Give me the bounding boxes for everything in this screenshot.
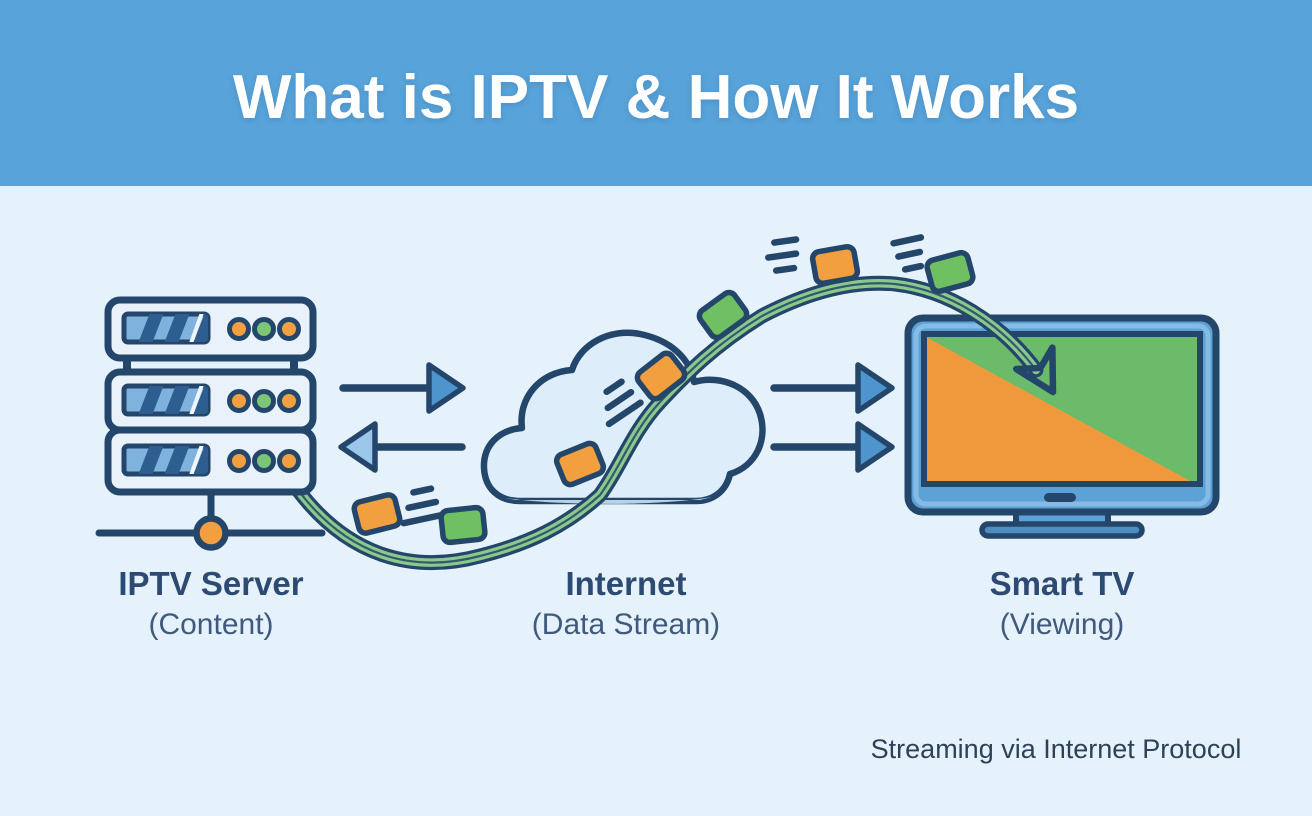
header-band: What is IPTV & How It Works bbox=[0, 0, 1312, 186]
data-packet-icon bbox=[351, 492, 403, 536]
arrow-right-icon bbox=[339, 362, 466, 414]
tv-frame-bevel bbox=[913, 323, 1211, 507]
page-title: What is IPTV & How It Works bbox=[232, 63, 1080, 132]
node-label-internet: Internet (Data Stream) bbox=[466, 565, 786, 642]
server-unit bbox=[104, 368, 317, 434]
led-icon bbox=[252, 449, 276, 473]
arrow-left-icon bbox=[338, 421, 466, 473]
node-title: Smart TV bbox=[989, 565, 1135, 602]
network-node-icon bbox=[193, 515, 229, 551]
node-label-iptv-server: IPTV Server (Content) bbox=[51, 565, 371, 642]
speed-lines bbox=[400, 234, 925, 527]
node-subtitle: (Data Stream) bbox=[531, 608, 721, 642]
data-packets bbox=[351, 243, 976, 546]
led-icon bbox=[252, 389, 276, 413]
speed-lines-icon bbox=[400, 485, 445, 527]
data-stream-path bbox=[290, 275, 1057, 570]
data-packet-icon bbox=[809, 243, 861, 287]
tv-screen-orange bbox=[926, 337, 1194, 483]
arrow-right-icon bbox=[770, 362, 895, 414]
led-icon bbox=[227, 389, 251, 413]
panel-stripes bbox=[137, 314, 208, 342]
arrow-right-icon bbox=[770, 421, 895, 473]
data-packet-icon bbox=[553, 440, 607, 488]
tv-button bbox=[1044, 493, 1076, 502]
data-packet-icon bbox=[696, 289, 750, 341]
led-icon bbox=[277, 389, 301, 413]
tv-stand-base bbox=[979, 521, 1145, 539]
tv-screen-border bbox=[921, 331, 1203, 487]
led-icon bbox=[227, 449, 251, 473]
speed-lines-icon bbox=[603, 378, 644, 428]
led-icon bbox=[277, 317, 301, 341]
server-unit bbox=[104, 426, 317, 496]
node-subtitle: (Content) bbox=[148, 608, 274, 642]
speed-lines-icon bbox=[890, 234, 925, 273]
server-unit bbox=[104, 296, 317, 362]
stream-center-line bbox=[296, 282, 1038, 564]
data-packet-icon bbox=[634, 350, 688, 402]
tv-icon bbox=[904, 314, 1220, 539]
node-title: Internet bbox=[565, 565, 687, 602]
led-icon bbox=[227, 317, 251, 341]
footer-caption: Streaming via Internet Protocol bbox=[870, 734, 1242, 764]
server-icon bbox=[95, 296, 326, 551]
led-icon bbox=[277, 449, 301, 473]
node-subtitle: (Viewing) bbox=[999, 608, 1125, 642]
data-packet-icon bbox=[924, 249, 976, 295]
node-label-smart-tv: Smart TV (Viewing) bbox=[902, 565, 1222, 642]
data-packet-icon bbox=[438, 504, 488, 546]
speed-lines-icon bbox=[765, 236, 800, 274]
cloud-bottom-shading bbox=[505, 497, 712, 504]
panel-stripes bbox=[137, 386, 208, 414]
led-icon bbox=[252, 317, 276, 341]
stream-arrowhead-icon bbox=[1012, 344, 1057, 396]
flow-arrows bbox=[338, 362, 895, 473]
node-title: IPTV Server bbox=[118, 565, 304, 602]
panel-stripes bbox=[137, 446, 208, 474]
